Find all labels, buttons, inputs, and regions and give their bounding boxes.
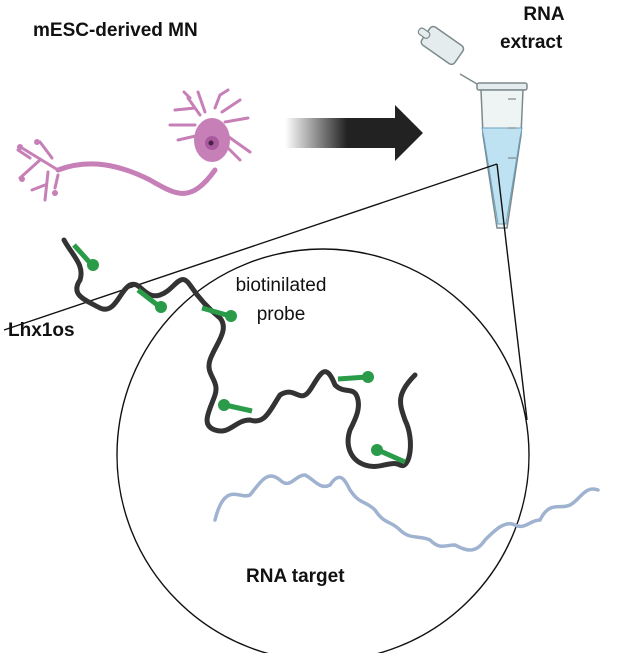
source-cells-label: mESC-derived MN (33, 20, 198, 41)
rna-target-label: RNA target (246, 566, 345, 587)
lncrna-strand (61, 237, 418, 469)
probe-label-line2: probe (256, 304, 306, 325)
rna-extract-label-line2: extract (500, 32, 563, 53)
rna-extract-label-line1: RNA (523, 4, 565, 25)
probe-label-line1: biotinilated (235, 275, 327, 296)
neuron-nucleolus (208, 140, 214, 146)
microcentrifuge-tube-icon (417, 25, 528, 229)
arrow-right-icon (285, 105, 423, 161)
rna-target-strand (213, 473, 600, 552)
lncrna-label: Lhx1os (8, 320, 75, 341)
biotin-probe-icon (72, 243, 407, 465)
